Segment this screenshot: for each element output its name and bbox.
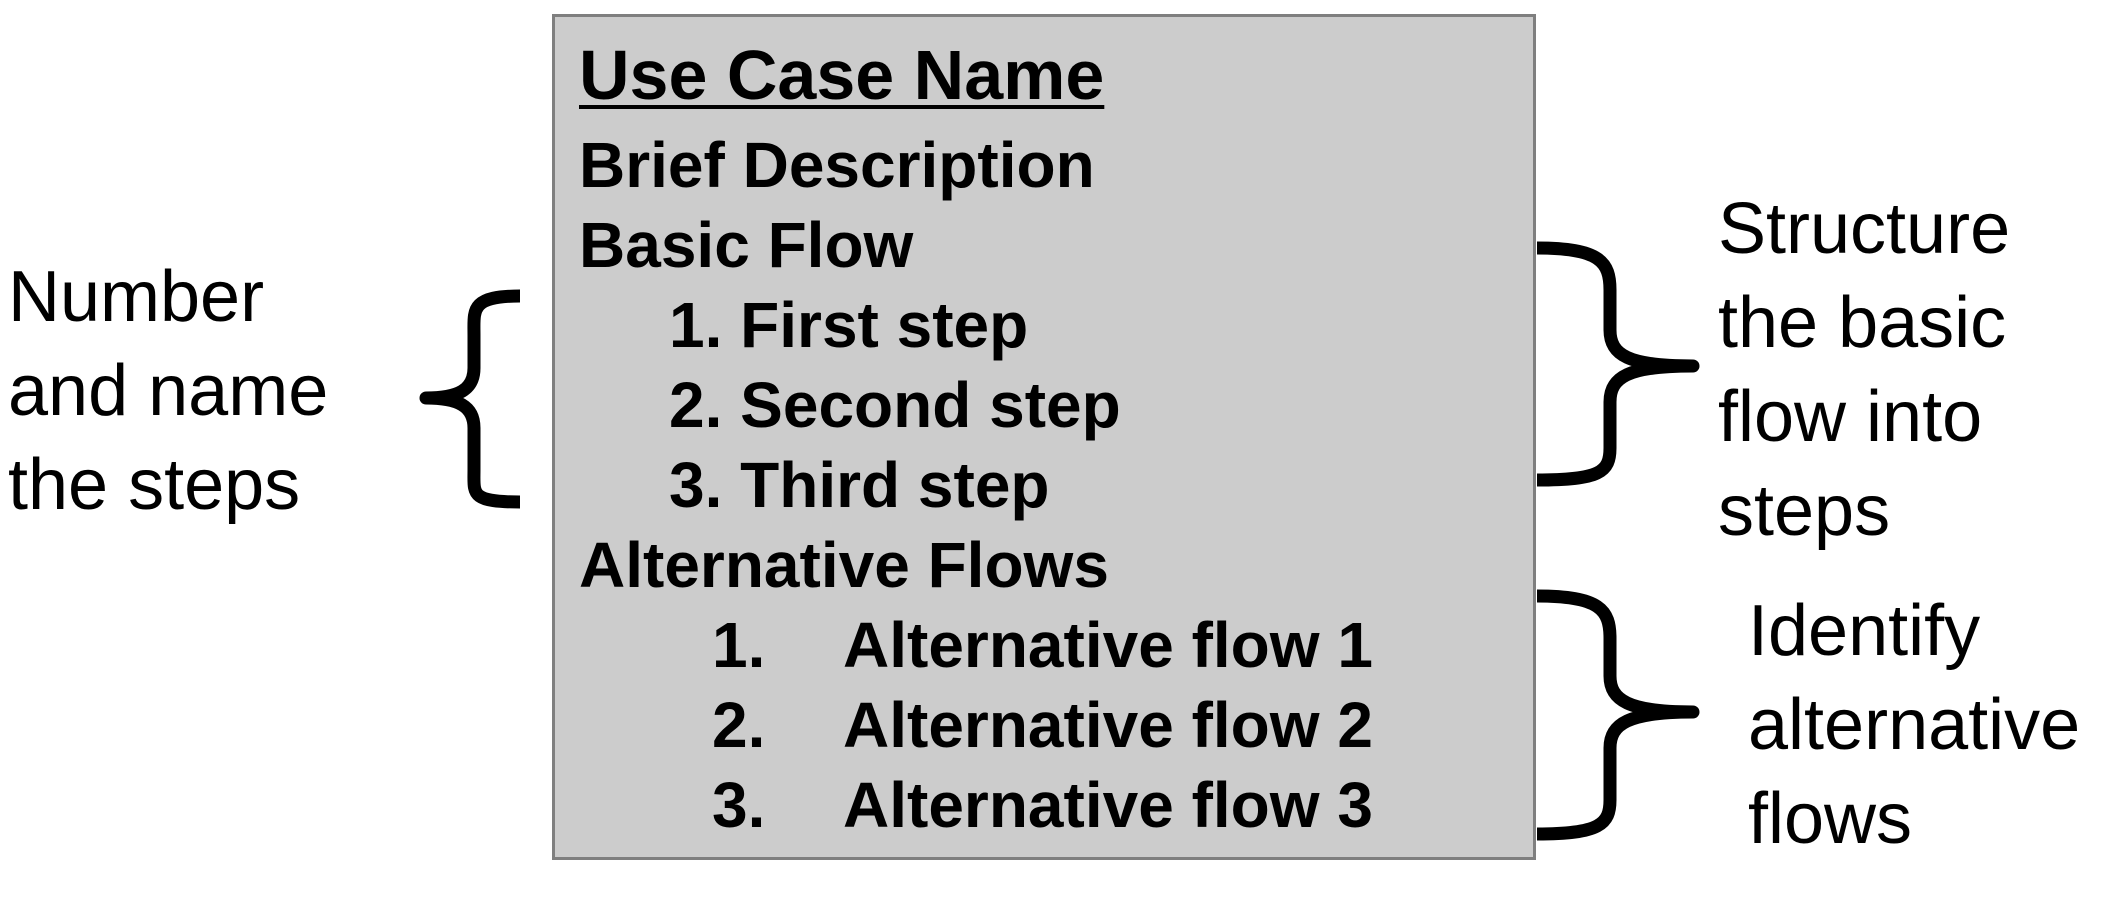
right-top-annotation-line-2: the basic: [1718, 283, 2007, 363]
left-annotation-line-3: the steps: [8, 445, 301, 525]
alternative-flow-number: 1.: [712, 609, 766, 681]
alternative-flow-number: 3.: [712, 769, 766, 841]
alternative-flow-item-3: 3.Alternative flow 3: [712, 773, 1373, 837]
alternative-flows-label: Alternative Flows: [579, 529, 1109, 601]
right-top-annotation: Structure the basic flow into steps: [1718, 182, 2010, 558]
basic-flow-label: Basic Flow: [579, 209, 914, 281]
right-top-annotation-line-1: Structure: [1718, 189, 2011, 269]
basic-flow-step-2: 2. Second step: [669, 369, 1121, 441]
right-bottom-annotation-line-1: Identify: [1748, 591, 1981, 671]
alternative-flow-label: Alternative flow 2: [843, 689, 1373, 761]
right-bottom-annotation-line-2: alternative: [1748, 685, 2081, 765]
left-curly-brace: [419, 289, 521, 509]
use-case-template-box: [552, 14, 1536, 860]
brief-description-label: Brief Description: [579, 129, 1095, 201]
alternative-flow-item-2: 2.Alternative flow 2: [712, 693, 1373, 757]
basic-flow-step-3: 3. Third step: [669, 449, 1050, 521]
left-annotation: Number and name the steps: [8, 250, 328, 532]
right-top-annotation-line-3: flow into: [1718, 377, 1983, 457]
alternative-flow-item-1: 1.Alternative flow 1: [712, 613, 1373, 677]
left-annotation-line-2: and name: [8, 351, 329, 431]
right-bottom-annotation: Identify alternative flows: [1748, 584, 2080, 866]
left-annotation-line-1: Number: [8, 257, 265, 337]
use-case-name-heading: Use Case Name: [579, 36, 1105, 114]
right-top-brace: [1536, 241, 1700, 487]
right-bottom-annotation-line-3: flows: [1748, 779, 1913, 859]
alternative-flow-number: 2.: [712, 689, 766, 761]
alternative-flow-label: Alternative flow 3: [843, 769, 1373, 841]
basic-flow-step-1: 1. First step: [669, 289, 1029, 361]
right-top-annotation-line-4: steps: [1718, 471, 1891, 551]
right-bottom-brace: [1536, 589, 1700, 841]
alternative-flow-label: Alternative flow 1: [843, 609, 1373, 681]
